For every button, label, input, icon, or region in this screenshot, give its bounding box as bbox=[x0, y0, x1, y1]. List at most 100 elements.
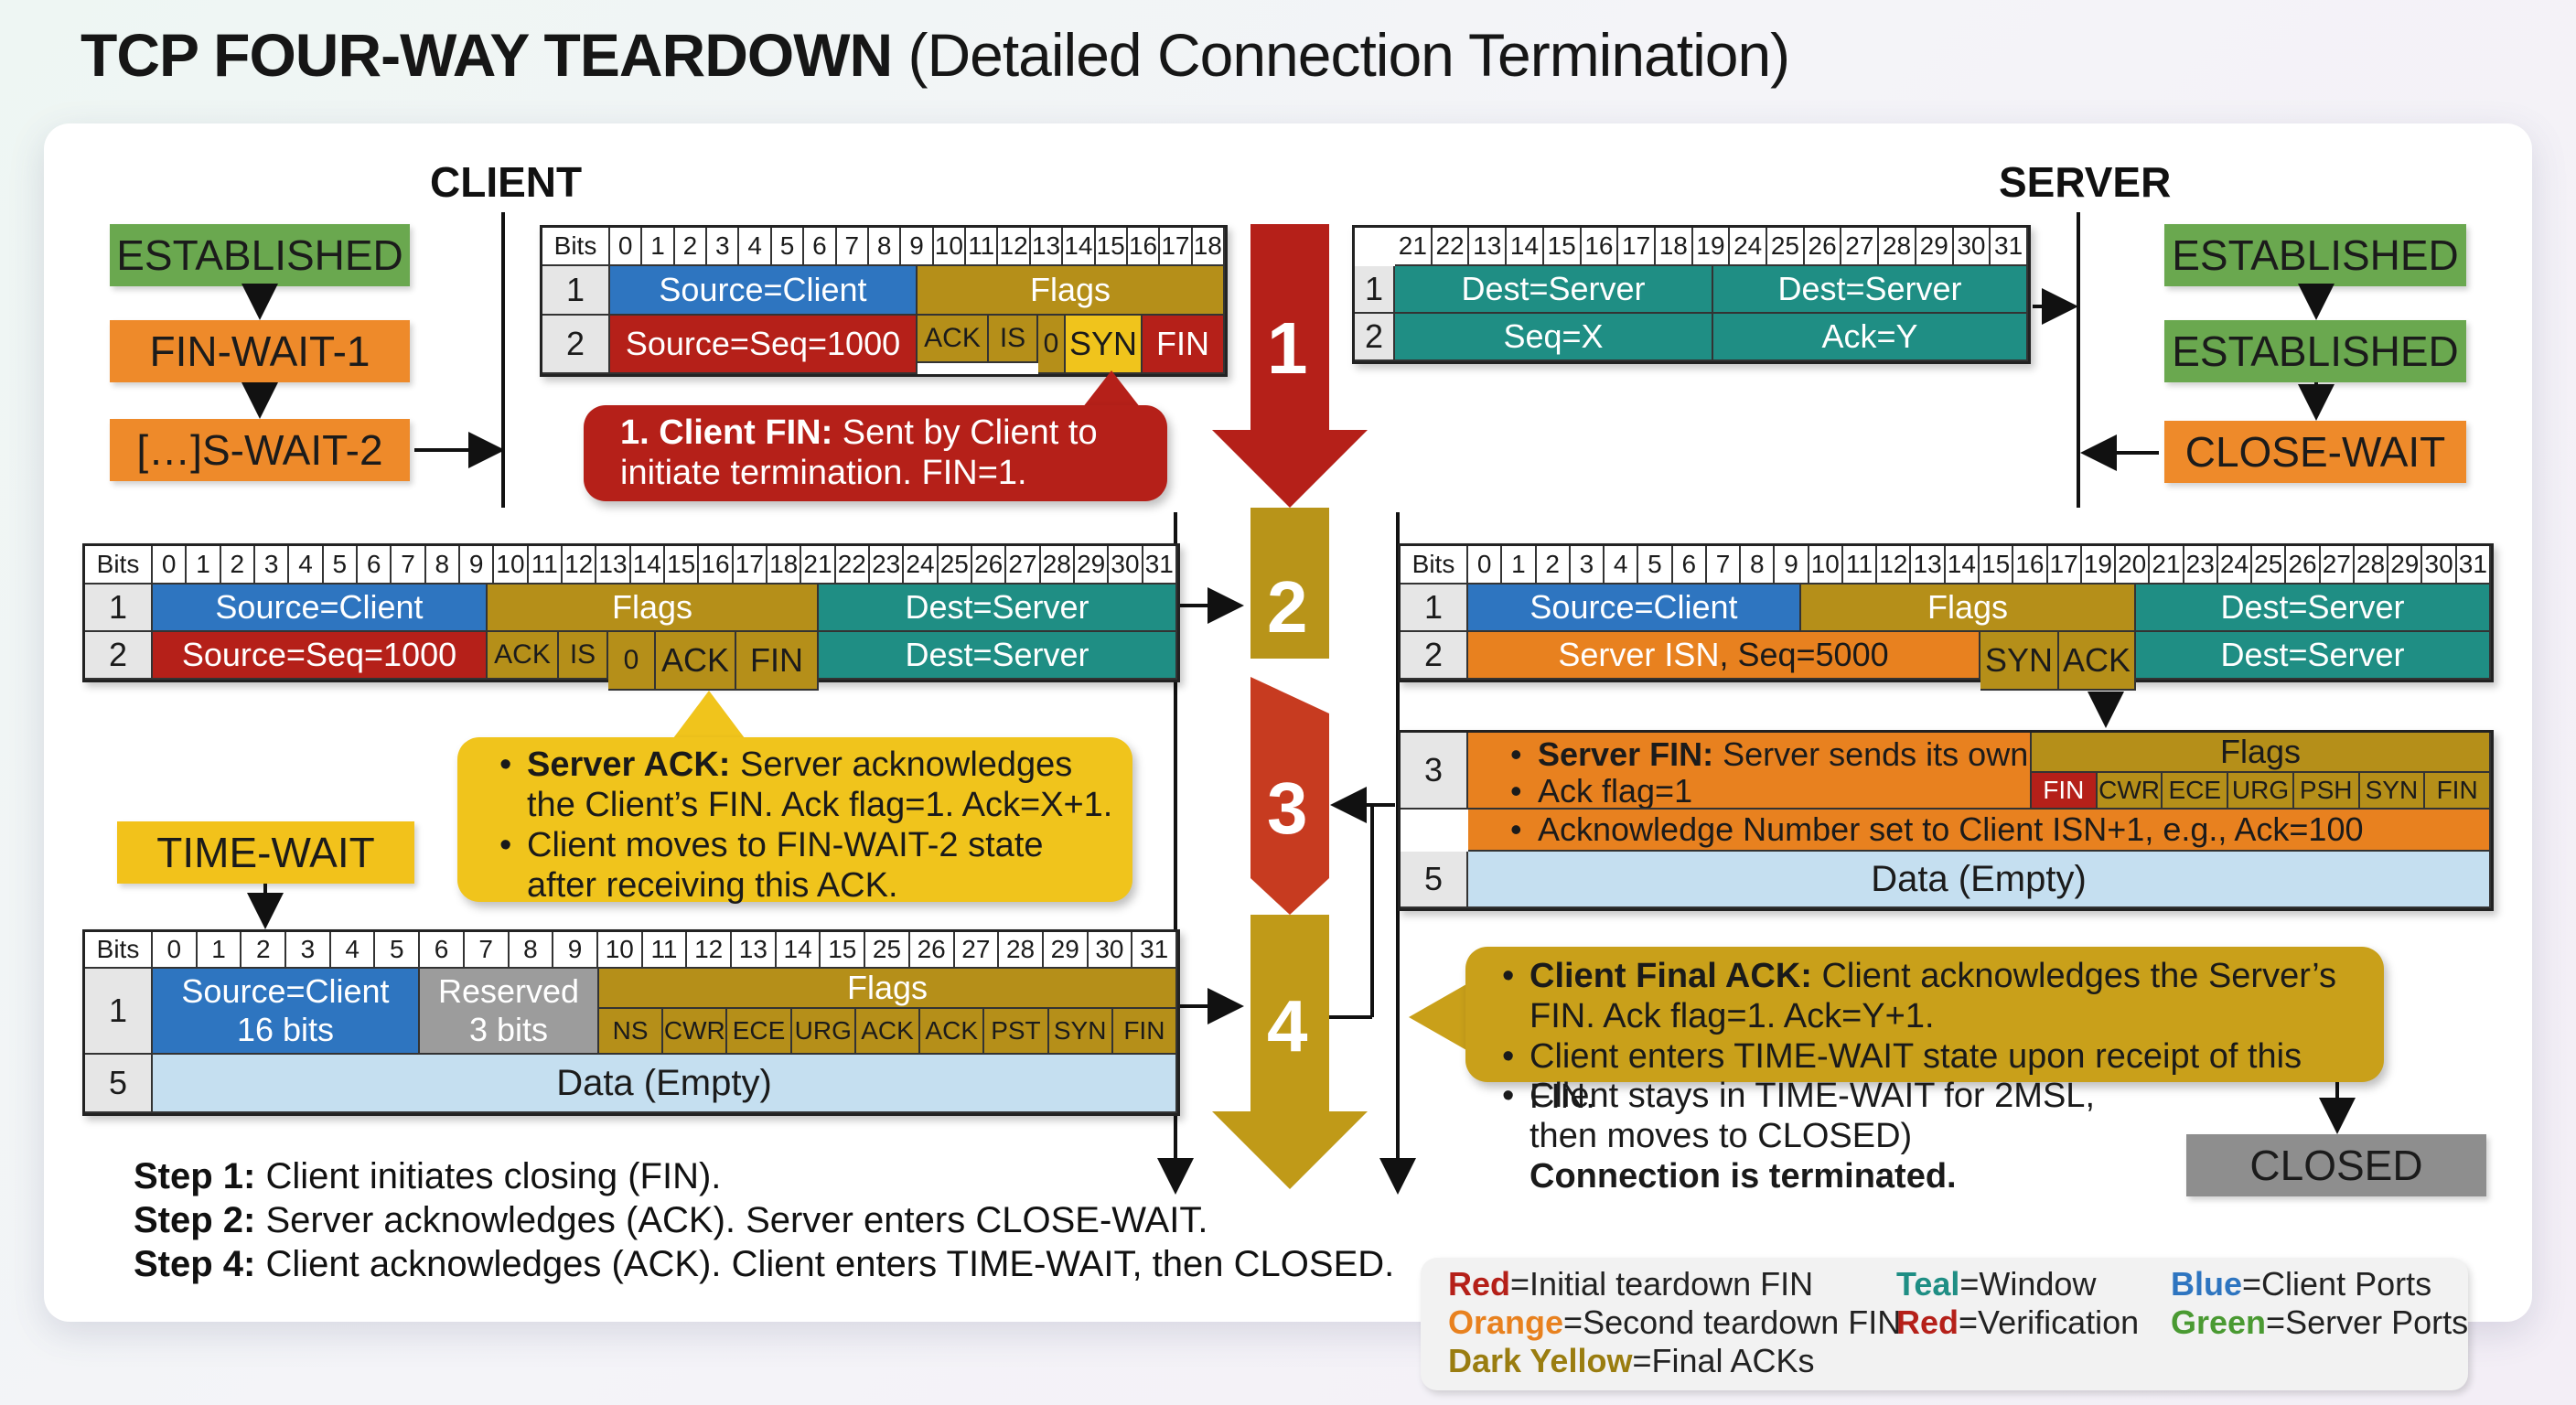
title-bold: TCP FOUR-WAY TEARDOWN bbox=[80, 21, 893, 89]
bit-number: 4 bbox=[289, 546, 324, 585]
bit-number: 15 bbox=[1095, 228, 1128, 266]
bit-number: 2 bbox=[674, 228, 708, 266]
callout4-item: Client Final ACK: Client acknowledges th… bbox=[1497, 956, 2369, 1036]
bit-number: 25 bbox=[865, 932, 910, 969]
bit-number: 31 bbox=[1132, 932, 1177, 969]
flag-cell: SYN bbox=[2359, 773, 2426, 810]
step-text: Server acknowledges (ACK). Server enters… bbox=[255, 1200, 1208, 1240]
callout-client-final-ack: Client Final ACK: Client acknowledges th… bbox=[1465, 947, 2384, 1116]
bit-number: 4 bbox=[739, 228, 772, 266]
bit-number: 17 bbox=[1618, 228, 1656, 266]
row-number: 1 bbox=[85, 969, 153, 1055]
bit-number: 12 bbox=[1877, 546, 1912, 585]
flag-cell: CWR bbox=[2097, 773, 2163, 810]
callout4-bold: Client Final ACK: bbox=[1530, 957, 1812, 995]
bit-number: 9 bbox=[460, 546, 495, 585]
flag-fin-cell: FIN bbox=[736, 632, 819, 691]
bit-number: 30 bbox=[2422, 546, 2457, 585]
bit-number: 1 bbox=[197, 932, 242, 969]
bit-number: 3 bbox=[1570, 546, 1605, 585]
flag-fin-cell: FIN bbox=[1143, 316, 1225, 374]
server-fin-text: Server sends its own bbox=[1713, 735, 2029, 773]
row-number: 1 bbox=[85, 585, 153, 632]
flag-ack-cell: ACK bbox=[2059, 632, 2136, 691]
bit-number: 28 bbox=[1040, 546, 1075, 585]
callout2-item: Server ACK: Server acknowledges the Clie… bbox=[494, 745, 1118, 825]
flag-cell: URG bbox=[2228, 773, 2294, 810]
ack-number-desc: Acknowledge Number set to Client ISN+1, … bbox=[1468, 810, 2491, 852]
steps-list: Step 1: Client initiates closing (FIN). … bbox=[134, 1154, 1394, 1286]
bit-number: 18 bbox=[1655, 228, 1693, 266]
step-number-2: 2 bbox=[1267, 566, 1308, 648]
bit-number: 1 bbox=[1502, 546, 1537, 585]
bit-number: 27 bbox=[954, 932, 1000, 969]
bit-number: 11 bbox=[642, 932, 688, 969]
flag-cell: ACK bbox=[488, 632, 559, 680]
bit-number: 16 bbox=[1581, 228, 1619, 266]
bit-number: 8 bbox=[425, 546, 460, 585]
flag-cell: IS bbox=[559, 632, 608, 680]
legend-key: Dark Yellow bbox=[1448, 1342, 1633, 1379]
bit-number: 11 bbox=[1842, 546, 1878, 585]
bit-number: 23 bbox=[870, 546, 905, 585]
legend-text: =Final ACKs bbox=[1632, 1342, 1815, 1379]
data-field: Data (Empty) bbox=[153, 1055, 1177, 1113]
bit-number: 12 bbox=[687, 932, 733, 969]
flag-syn-cell: SYN bbox=[1066, 316, 1143, 374]
flags-header: Flags bbox=[1801, 585, 2136, 632]
flag-cell: 0 bbox=[608, 632, 656, 691]
bit-number: 24 bbox=[904, 546, 939, 585]
client-state-time-wait: TIME-WAIT bbox=[117, 821, 414, 884]
flag-cell: FIN bbox=[2032, 773, 2098, 810]
row-number: 1 bbox=[1401, 585, 1468, 632]
bit-number: 10 bbox=[933, 228, 967, 266]
bit-number: 0 bbox=[153, 932, 198, 969]
bit-number: 3 bbox=[255, 546, 290, 585]
bit-number: 0 bbox=[153, 546, 188, 585]
legend-text: =Window bbox=[1959, 1265, 2097, 1303]
row-number: 5 bbox=[85, 1055, 153, 1113]
row-number: 2 bbox=[1355, 314, 1395, 361]
bit-number: 26 bbox=[2286, 546, 2321, 585]
bit-number: 18 bbox=[767, 546, 802, 585]
bit-number: 10 bbox=[597, 932, 643, 969]
step-line: Step 2: Server acknowledges (ACK). Serve… bbox=[134, 1198, 1394, 1242]
legend-key: Red bbox=[1448, 1265, 1511, 1303]
step-text: Client acknowledges (ACK). Client enters… bbox=[255, 1244, 1395, 1284]
bit-number: 27 bbox=[2320, 546, 2355, 585]
bit-number: 0 bbox=[1468, 546, 1503, 585]
server-state-established-1: ESTABLISHED bbox=[2164, 224, 2466, 286]
bit-number: 5 bbox=[1638, 546, 1673, 585]
bit-number: 7 bbox=[392, 546, 426, 585]
reserved-label: Reserved bbox=[437, 972, 580, 1010]
bit-number: 1 bbox=[642, 228, 675, 266]
flag-cell: SYN bbox=[1048, 1009, 1113, 1055]
bit-number: 24 bbox=[2217, 546, 2253, 585]
bit-number: 6 bbox=[1672, 546, 1707, 585]
bit-number: 26 bbox=[909, 932, 955, 969]
bit-number: 16 bbox=[2013, 546, 2048, 585]
flag-cell: PSH bbox=[2293, 773, 2360, 810]
bit-number: 14 bbox=[1507, 228, 1544, 266]
bit-number: 11 bbox=[528, 546, 563, 585]
step-number-1: 1 bbox=[1267, 307, 1308, 389]
bit-number: 29 bbox=[1043, 932, 1089, 969]
bit-number: 23 bbox=[2184, 546, 2218, 585]
connection-terminated: Connection is terminated. bbox=[1530, 1157, 1957, 1196]
row-number: 3 bbox=[1401, 733, 1468, 810]
flag-cell: FIN bbox=[1112, 1009, 1177, 1055]
row-number: 2 bbox=[542, 316, 610, 374]
bit-number: 14 bbox=[776, 932, 821, 969]
bit-number: 5 bbox=[323, 546, 358, 585]
bit-number: 28 bbox=[1879, 228, 1916, 266]
step-line: Step 4: Client acknowledges (ACK). Clien… bbox=[134, 1242, 1394, 1286]
callout4-pointer bbox=[1409, 981, 1473, 1054]
bit-number: 20 bbox=[2116, 546, 2151, 585]
flag-cell: FIN bbox=[2425, 773, 2491, 810]
callout2-text: Server acknowledges the Client’s FIN. Ac… bbox=[527, 745, 1113, 824]
callout1-bold: 1. Client FIN: bbox=[620, 413, 833, 452]
bits-label: Bits bbox=[542, 228, 610, 266]
bit-number: 6 bbox=[420, 932, 465, 969]
callout-client-fin: 1. Client FIN: Sent by Client to initiat… bbox=[584, 405, 1167, 501]
